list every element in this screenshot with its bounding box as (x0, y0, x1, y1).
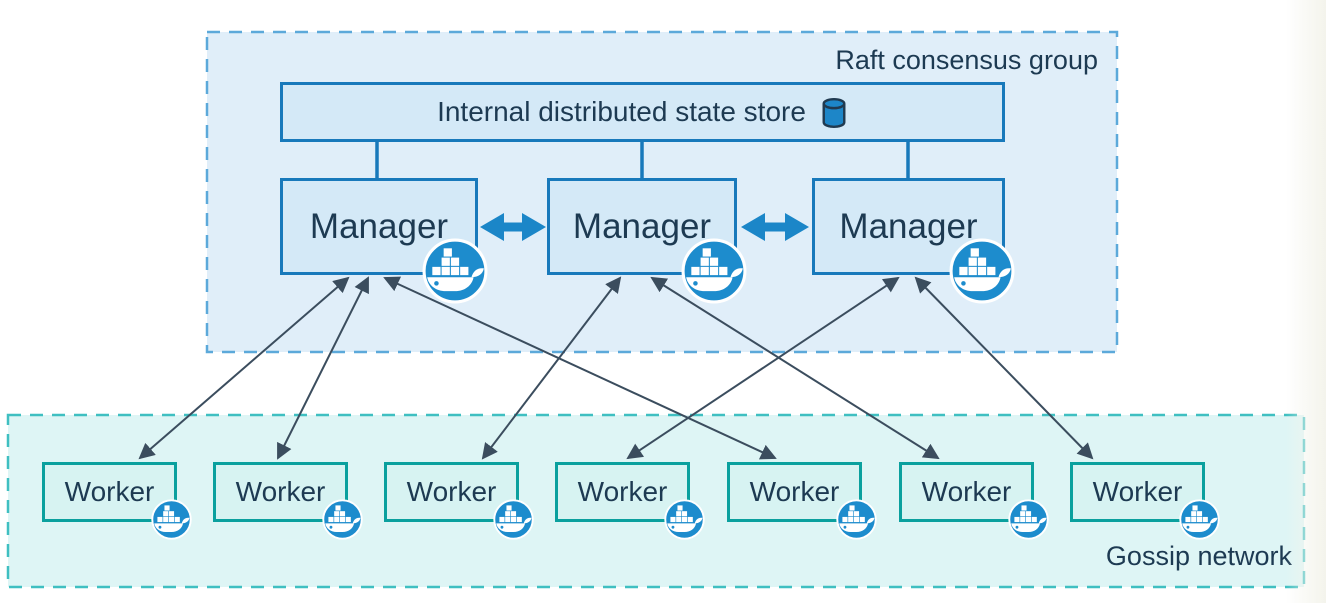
manager-label: Manager (839, 206, 978, 246)
manager-worker-arrow (277, 276, 369, 460)
manager-label: Manager (572, 206, 712, 246)
store-manager-connectors (375, 140, 910, 180)
peer-arrow-icon (480, 213, 546, 241)
manager-peer-arrows (480, 213, 809, 241)
database-icon (822, 97, 846, 128)
peer-arrow-icon (741, 213, 809, 241)
worker-label: Worker (406, 476, 497, 507)
manager-node: Manager (547, 178, 747, 304)
manager-label: Manager (309, 206, 449, 246)
worker-node: Worker (384, 462, 534, 540)
worker-label: Worker (1092, 476, 1183, 507)
worker-label: Worker (235, 476, 326, 507)
worker-node: Worker (727, 462, 877, 540)
worker-node: Worker (213, 462, 363, 540)
worker-node: Worker (42, 462, 192, 540)
worker-label: Worker (921, 476, 1012, 507)
worker-node: Worker (1070, 462, 1220, 540)
manager-node: Manager (280, 178, 488, 304)
manager-node: Manager (812, 178, 1015, 304)
worker-label: Worker (577, 476, 668, 507)
state-store-node: Internal distributed state store (280, 82, 1005, 142)
gossip-network-label: Gossip network (1105, 541, 1292, 571)
worker-node: Worker (555, 462, 705, 540)
manager-worker-links (138, 276, 1094, 460)
worker-node: Worker (899, 462, 1049, 540)
manager-worker-arrow (481, 276, 622, 460)
state-store-label: Internal distributed state store (437, 96, 806, 127)
raft-group-label: Raft consensus group (835, 45, 1098, 75)
worker-label: Worker (64, 476, 155, 507)
worker-label: Worker (749, 476, 840, 507)
manager-worker-arrow (914, 276, 1094, 460)
manager-worker-arrow (626, 276, 900, 460)
